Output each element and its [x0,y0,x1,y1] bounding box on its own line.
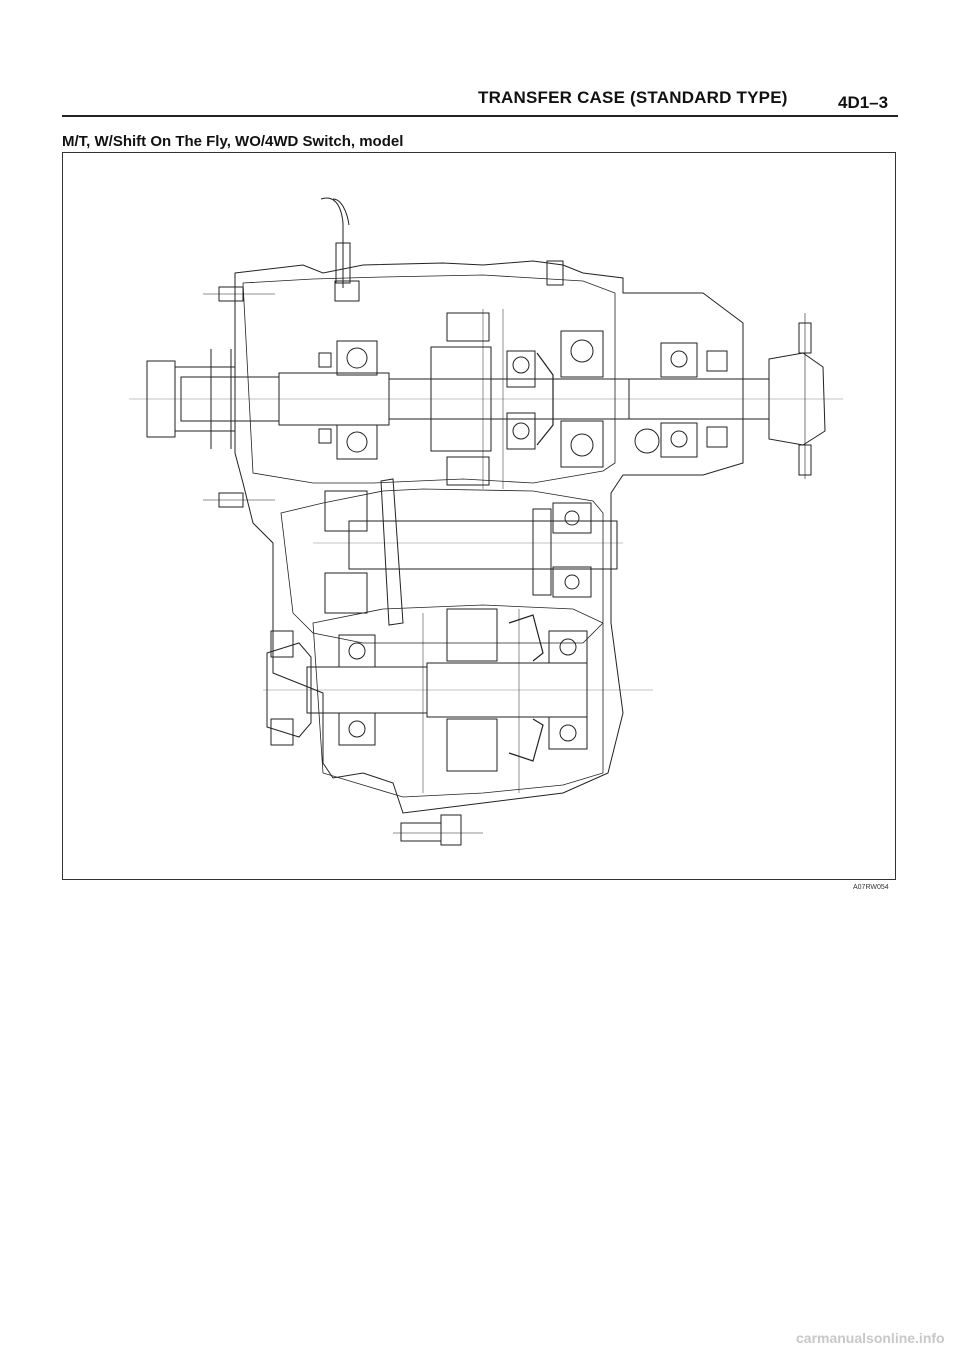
transfer-case-housing [234,260,744,814]
page-number: 4D1–3 [838,93,889,112]
header-title: TRANSFER CASE (STANDARD TYPE) [478,88,788,107]
input-bearing-bottom [336,424,378,460]
fill-plug [546,260,564,286]
breather-tube [320,197,350,288]
drive-sprocket [380,478,404,626]
needle-bearing-top [506,350,536,388]
drain-plug [400,822,442,842]
input-bearing-top [336,340,378,376]
countershaft [348,520,618,570]
transfer-case-drawing [62,152,896,880]
section-title: M/T, W/Shift On The Fly, WO/4WD Switch, … [62,133,404,150]
cross-section-illustration [129,197,843,846]
2wd-4wd-clutch-bottom [446,718,498,772]
rear-bearing-bottom [560,420,604,468]
front-drive-shaft [426,662,588,718]
range-sleeve [430,346,492,452]
header-divider [62,115,898,117]
2wd-4wd-clutch-top [446,608,498,662]
chain-bearing-left-top [324,490,368,532]
rear-bearing-top [560,330,604,378]
front-flange [266,642,312,738]
watermark: carmanualsonline.info [796,1330,945,1346]
figure-code: A07RW054 [853,884,889,891]
speedometer-gear [634,428,660,454]
